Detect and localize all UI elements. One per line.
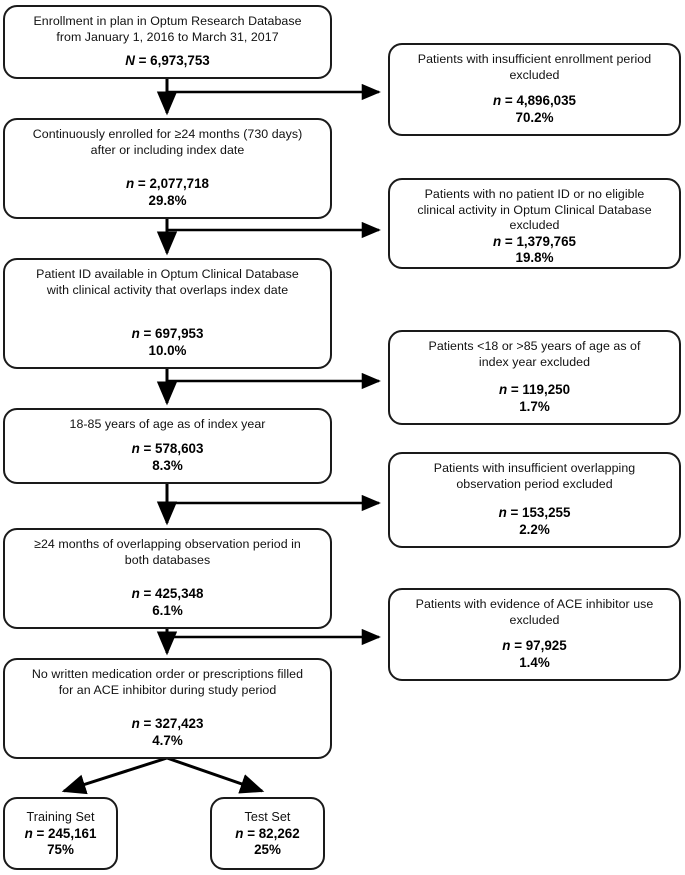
node-excl-no-patient-id-desc: Patients with no patient ID or no eligib… (417, 187, 652, 233)
node-excl-enrollment-period-desc: Patients with insufficient enrollment pe… (417, 52, 652, 82)
node-training-set-count: n = 245,161 (24, 825, 97, 841)
node-excl-no-patient-id-percent: 19.8% (515, 250, 554, 266)
node-excl-ace-inhibitor: Patients with evidence of ACE inhibitor … (388, 588, 681, 681)
node-no-ace-inhibitor-stat: n = 327,423 4.7% (132, 716, 204, 749)
connector-split-to-training (61, 756, 168, 795)
node-age-range-percent: 8.3% (152, 457, 183, 473)
node-excl-no-patient-id-stat: n = 1,379,765 19.8% (493, 234, 576, 267)
node-patient-id-available-percent: 10.0% (148, 342, 187, 358)
node-overlapping-observation-stat: n = 425,348 6.1% (132, 586, 204, 619)
node-excl-overlapping-observation-count: n = 153,255 (498, 505, 571, 521)
node-enrollment-count: N = 6,973,753 (125, 52, 210, 68)
node-patient-id-available: Patient ID available in Optum Clinical D… (3, 258, 332, 369)
node-excl-enrollment-period-count: n = 4,896,035 (492, 93, 577, 109)
node-overlapping-observation-desc: ≥24 months of overlapping observation pe… (34, 537, 301, 567)
node-test-set-label: Test Set (244, 809, 291, 824)
node-excl-ace-inhibitor-percent: 1.4% (519, 654, 550, 670)
node-excl-ace-inhibitor-stat: n = 97,925 1.4% (502, 638, 566, 671)
node-no-ace-inhibitor: No written medication order or prescript… (3, 658, 332, 759)
node-patient-id-available-desc: Patient ID available in Optum Clinical D… (36, 267, 299, 297)
node-patient-id-available-count: n = 697,953 (131, 326, 204, 342)
node-excl-ace-inhibitor-desc: Patients with evidence of ACE inhibitor … (415, 597, 654, 627)
node-excl-overlapping-observation-stat: n = 153,255 2.2% (499, 505, 571, 538)
node-excl-age-stat: n = 119,250 1.7% (499, 382, 570, 415)
node-excl-age-count: n = 119,250 (498, 382, 571, 398)
node-excl-no-patient-id-count: n = 1,379,765 (492, 233, 577, 249)
node-enrollment: Enrollment in plan in Optum Research Dat… (3, 5, 332, 79)
node-no-ace-inhibitor-desc: No written medication order or prescript… (31, 667, 304, 697)
node-overlapping-observation: ≥24 months of overlapping observation pe… (3, 528, 332, 629)
node-continuous-enrollment: Continuously enrolled for ≥24 months (73… (3, 118, 332, 219)
node-continuous-enrollment-count: n = 2,077,718 (125, 176, 210, 192)
node-continuous-enrollment-desc: Continuously enrolled for ≥24 months (73… (32, 127, 303, 157)
node-training-set-percent: 75% (47, 842, 74, 857)
node-excl-overlapping-observation-percent: 2.2% (519, 521, 550, 537)
node-age-range-desc: 18-85 years of age as of index year (69, 417, 266, 431)
node-excl-age-desc: Patients <18 or >85 years of age as of i… (428, 339, 641, 369)
node-excl-overlapping-observation-desc: Patients with insufficient overlapping o… (433, 461, 636, 491)
node-test-set: Test Set n = 82,262 25% (210, 797, 325, 870)
node-age-range-count: n = 578,603 (131, 441, 204, 457)
node-overlapping-observation-count: n = 425,348 (131, 586, 204, 602)
node-enrollment-stat: N = 6,973,753 (125, 53, 210, 69)
node-patient-id-available-stat: n = 697,953 10.0% (132, 326, 204, 359)
node-age-range: 18-85 years of age as of index year n = … (3, 408, 332, 484)
node-excl-enrollment-period-stat: n = 4,896,035 70.2% (493, 93, 576, 126)
node-test-set-stat: n = 82,262 25% (235, 826, 299, 859)
node-excl-no-patient-id: Patients with no patient ID or no eligib… (388, 178, 681, 269)
node-excl-age: Patients <18 or >85 years of age as of i… (388, 330, 681, 425)
node-excl-enrollment-period-percent: 70.2% (515, 109, 554, 125)
node-age-range-stat: n = 578,603 8.3% (132, 441, 204, 474)
node-overlapping-observation-percent: 6.1% (152, 602, 183, 618)
node-no-ace-inhibitor-percent: 4.7% (152, 732, 183, 748)
node-no-ace-inhibitor-count: n = 327,423 (131, 716, 204, 732)
node-test-set-count: n = 82,262 (235, 825, 300, 841)
node-excl-enrollment-period: Patients with insufficient enrollment pe… (388, 43, 681, 136)
node-enrollment-desc: Enrollment in plan in Optum Research Dat… (33, 14, 302, 44)
node-training-set-label: Training Set (26, 809, 95, 824)
connector-split-to-test (166, 756, 265, 794)
node-training-set-stat: n = 245,161 75% (25, 826, 97, 859)
node-excl-age-percent: 1.7% (519, 398, 550, 414)
node-excl-overlapping-observation: Patients with insufficient overlapping o… (388, 452, 681, 548)
node-continuous-enrollment-stat: n = 2,077,718 29.8% (126, 176, 209, 209)
node-training-set: Training Set n = 245,161 75% (3, 797, 118, 870)
node-test-set-percent: 25% (254, 842, 281, 857)
node-continuous-enrollment-percent: 29.8% (148, 192, 187, 208)
node-excl-ace-inhibitor-count: n = 97,925 (502, 638, 567, 654)
